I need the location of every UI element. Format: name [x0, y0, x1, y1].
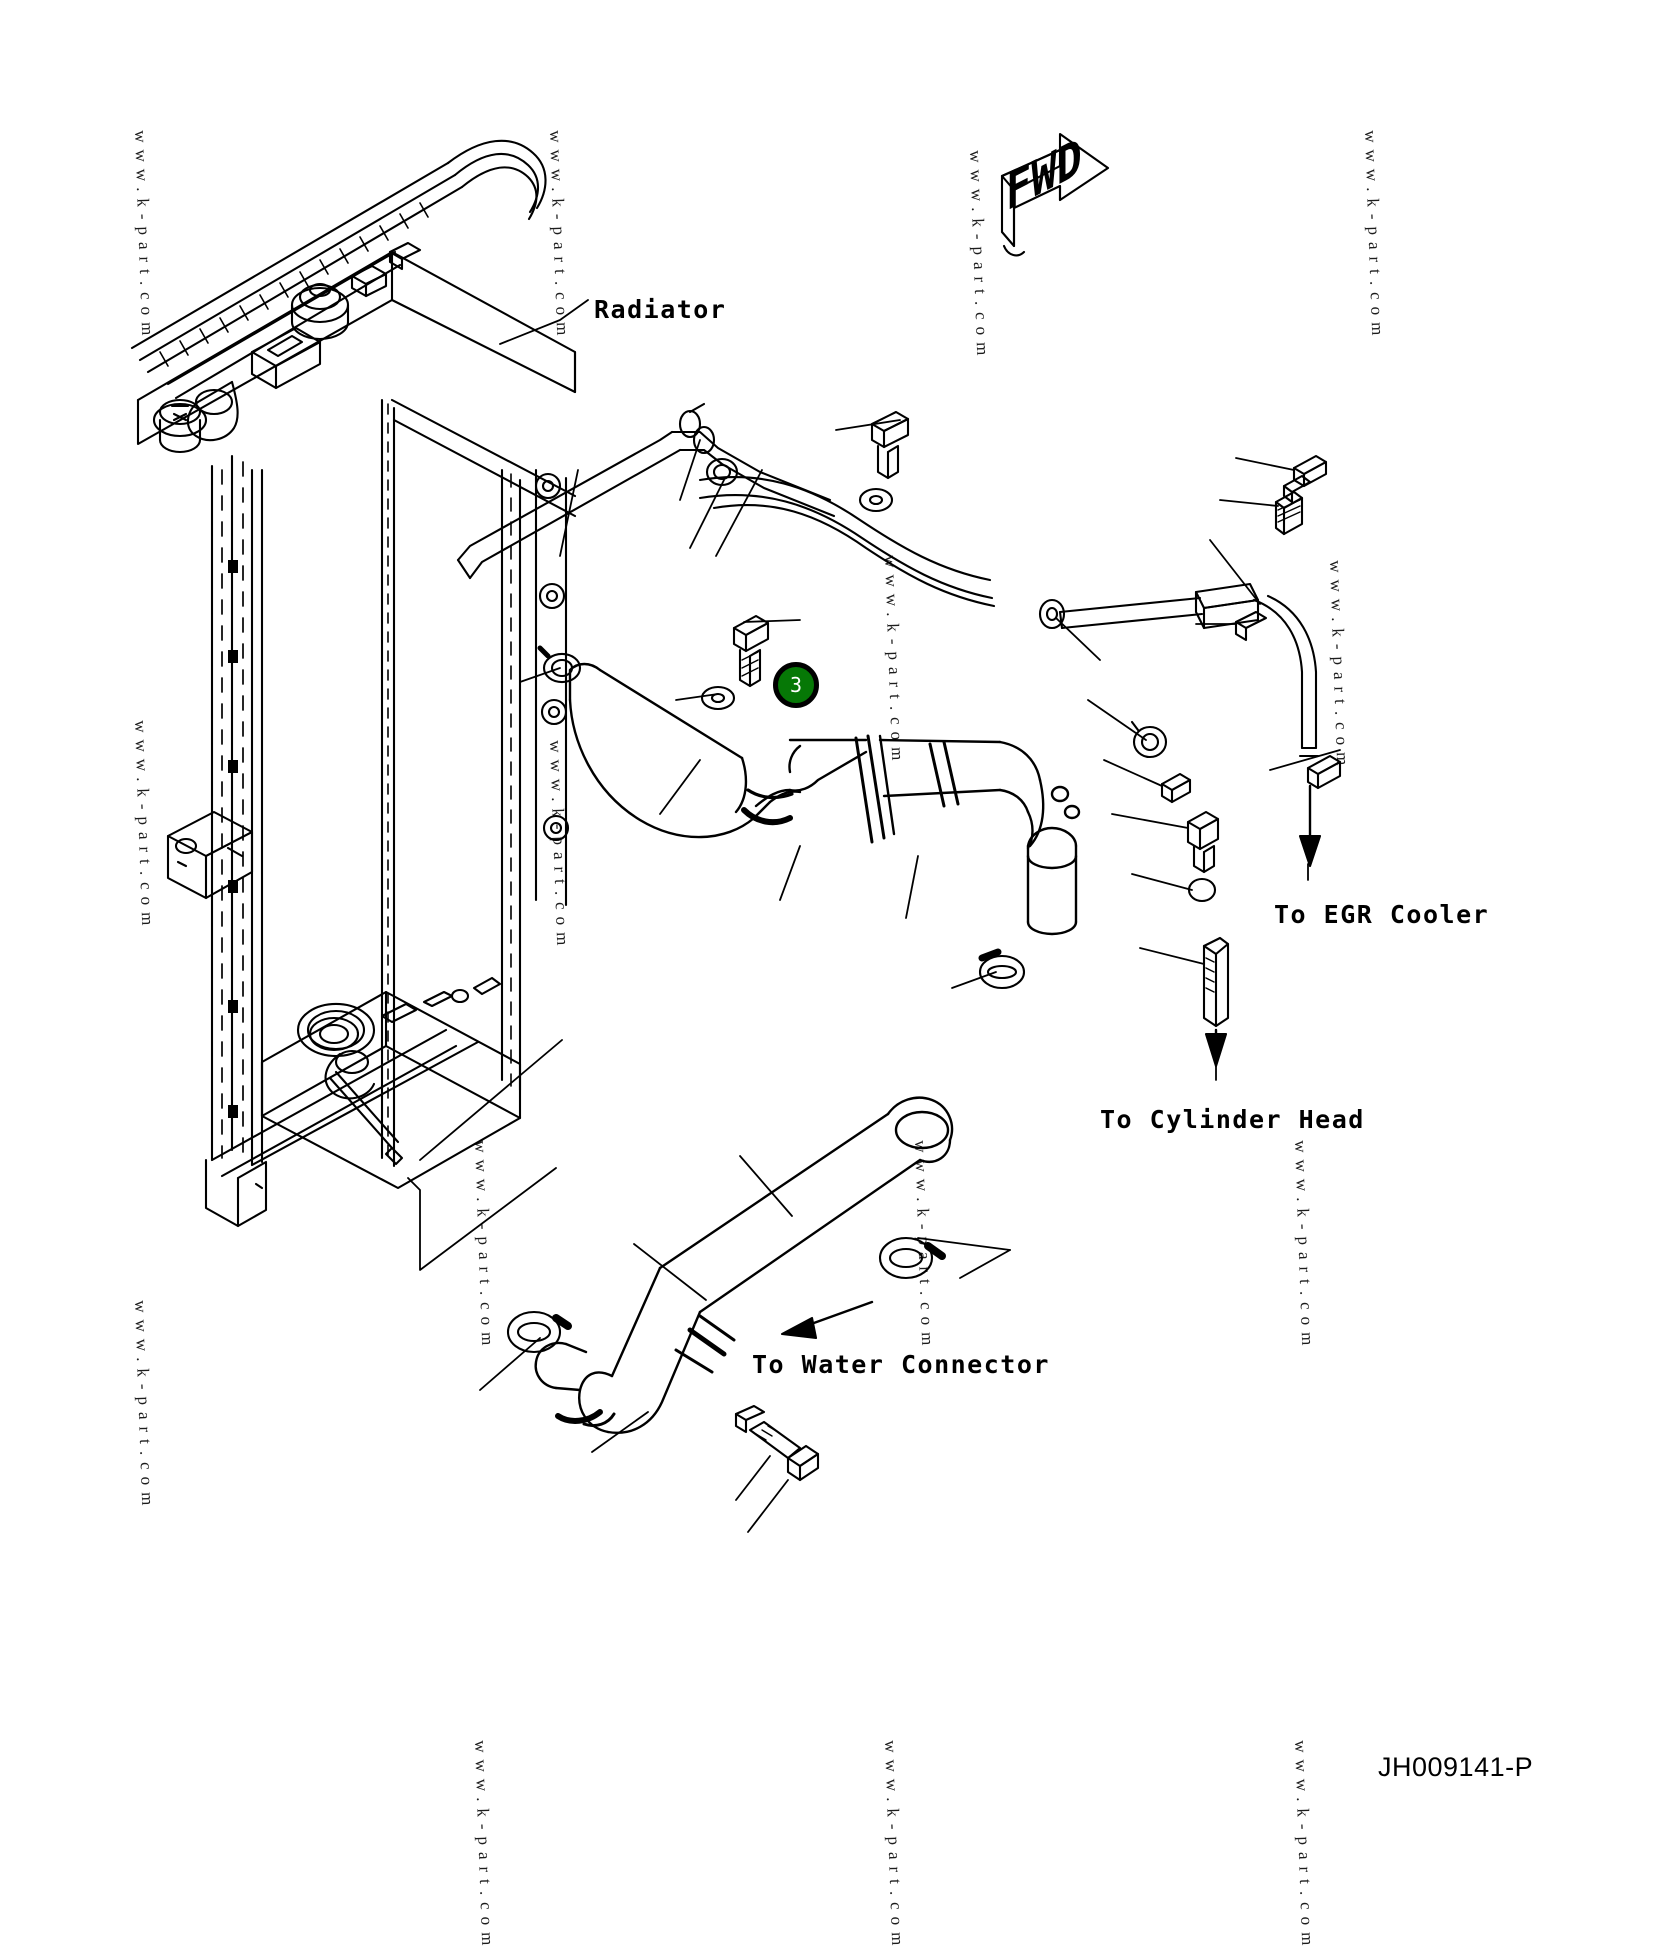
- radiator-lower-outlet: [296, 1002, 376, 1058]
- lower-clamp-right: [878, 1236, 946, 1280]
- fastener-column: [1130, 720, 1230, 1028]
- radiator-top-assembly: [130, 139, 577, 453]
- label-radiator: Radiator: [594, 295, 727, 324]
- hose-clamp-free: [978, 948, 1026, 990]
- label-egr-cooler: To EGR Cooler: [1274, 900, 1490, 929]
- label-water-connector: To Water Connector: [752, 1350, 1050, 1379]
- hose-clamp-top: [705, 458, 739, 486]
- radiator-core-frame: [166, 398, 577, 1228]
- main-upper-hose: [568, 662, 1081, 936]
- label-cylinder-head: To Cylinder Head: [1100, 1105, 1365, 1134]
- callout-marker-3[interactable]: 3: [773, 662, 819, 708]
- direction-arrows: [780, 784, 1322, 1340]
- hose-bolt-top: [858, 410, 910, 513]
- leader-lines: [407, 299, 1341, 1533]
- lower-clamp-left: [506, 1310, 572, 1354]
- lower-hose-bolt: [734, 1404, 820, 1482]
- egr-tube-assembly: [698, 454, 1342, 790]
- upper-coolant-tube: [456, 402, 836, 580]
- fwd-orientation-sign: [1000, 132, 1110, 257]
- part-number: JH009141-P: [1378, 1752, 1534, 1782]
- lower-hose: [534, 1096, 954, 1434]
- hose-clamp-left: [537, 645, 582, 684]
- callout-number: 3: [789, 673, 803, 697]
